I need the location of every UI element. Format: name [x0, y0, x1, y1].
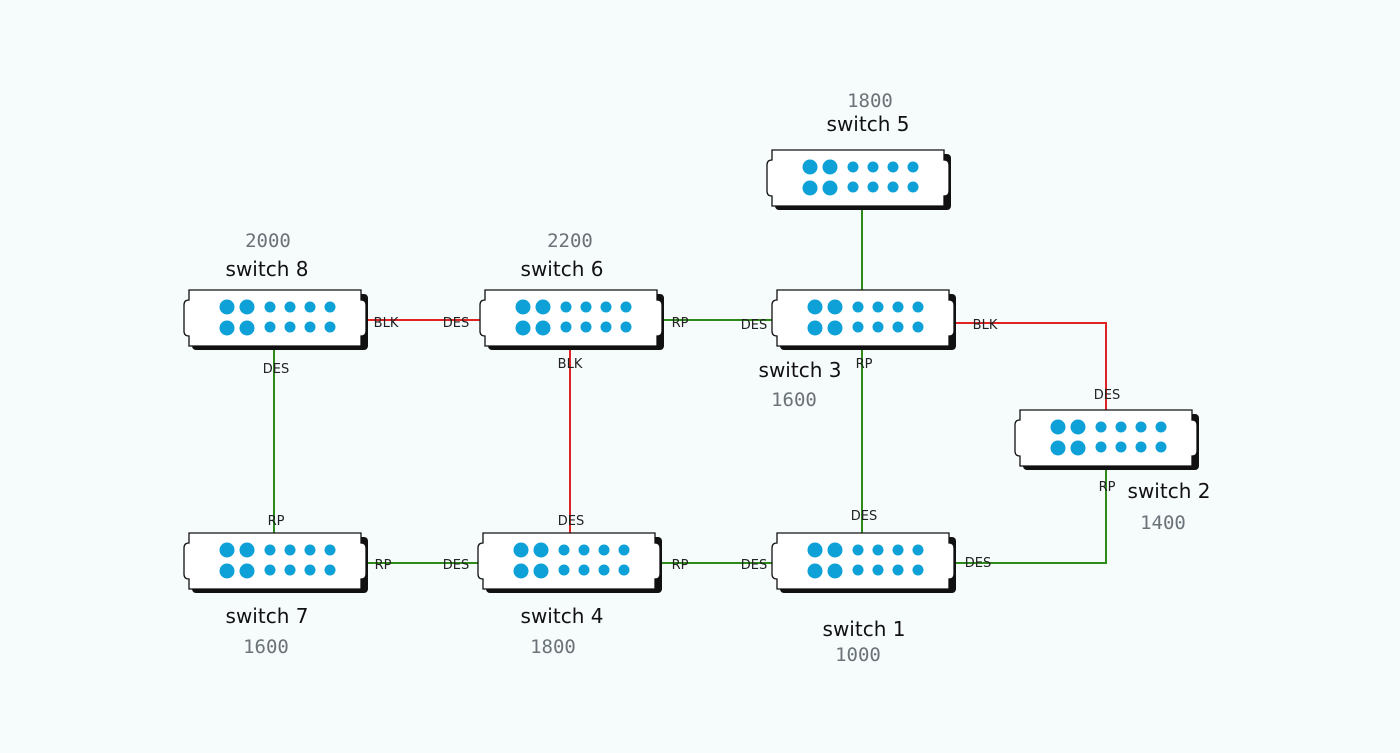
switch-4[interactable]: switch 4 1800 [477, 532, 663, 658]
switch-5[interactable]: 1800 switch 5 [766, 90, 952, 211]
port-label-switch7-rp-right: RP [375, 558, 392, 573]
port-label-switch7-rp: RP [268, 514, 285, 529]
switch-5-cost: 1800 [847, 90, 893, 112]
switch-3[interactable]: switch 3 1600 [759, 289, 957, 411]
port-label-switch4-des: DES [558, 514, 584, 529]
switch-2-device-icon [1014, 409, 1200, 471]
port-label-switch8-des: DES [263, 362, 289, 377]
switch-1-cost: 1000 [835, 644, 881, 666]
switch-5-device-icon [766, 149, 952, 211]
switch-6[interactable]: 2200 switch 6 [479, 230, 665, 351]
switch-1-root[interactable]: switch 1 1000 [771, 532, 957, 666]
switch-4-name: switch 4 [521, 604, 604, 628]
switch-4-cost: 1800 [530, 636, 576, 658]
port-labels: BLK DES RP DES BLK DES DES RP BLK DES RP… [263, 316, 1120, 573]
switch-8-cost: 2000 [245, 230, 291, 252]
switch-4-device-icon [477, 532, 663, 594]
switch-3-cost: 1600 [771, 389, 817, 411]
switch-3-name: switch 3 [759, 358, 842, 382]
switch-2-name: switch 2 [1128, 479, 1211, 503]
switch-6-device-icon [479, 289, 665, 351]
port-label-switch4-des-left: DES [443, 558, 469, 573]
switch-8-device-icon [183, 289, 369, 351]
switch-1-name: switch 1 [823, 617, 906, 641]
switch-8-name: switch 8 [226, 257, 309, 281]
port-label-switch3-blk: BLK [973, 318, 998, 333]
switch-6-name: switch 6 [521, 257, 604, 281]
port-label-switch2-rp: RP [1099, 480, 1116, 495]
switch-3-device-icon [771, 289, 957, 351]
port-label-switch6-rp: RP [672, 316, 689, 331]
switch-2[interactable]: switch 2 1400 [1014, 409, 1211, 534]
port-label-switch3-rp: RP [856, 357, 873, 372]
links-layer [273, 206, 1107, 564]
switch-7-cost: 1600 [243, 636, 289, 658]
port-label-switch2-des: DES [1094, 388, 1120, 403]
port-label-switch1-des-right: DES [965, 556, 991, 571]
switch-1-device-icon [771, 532, 957, 594]
port-label-switch1-des-left: DES [741, 558, 767, 573]
switch-7-name: switch 7 [226, 604, 309, 628]
port-label-switch4-rp: RP [672, 558, 689, 573]
switch-6-cost: 2200 [547, 230, 593, 252]
link-switch2-switch1 [952, 466, 1107, 564]
port-label-switch6-des: DES [443, 316, 469, 331]
link-switch3-switch2 [952, 322, 1107, 410]
switch-7[interactable]: switch 7 1600 [183, 532, 369, 658]
switch-8[interactable]: 2000 switch 8 [183, 230, 369, 351]
port-label-switch3-des: DES [741, 318, 767, 333]
port-label-switch8-blk: BLK [374, 316, 399, 331]
port-label-switch6-blk: BLK [558, 357, 583, 372]
port-label-switch1-des-top: DES [851, 509, 877, 524]
switch-5-name: switch 5 [827, 112, 910, 136]
switch-2-cost: 1400 [1140, 512, 1186, 534]
switch-7-device-icon [183, 532, 369, 594]
